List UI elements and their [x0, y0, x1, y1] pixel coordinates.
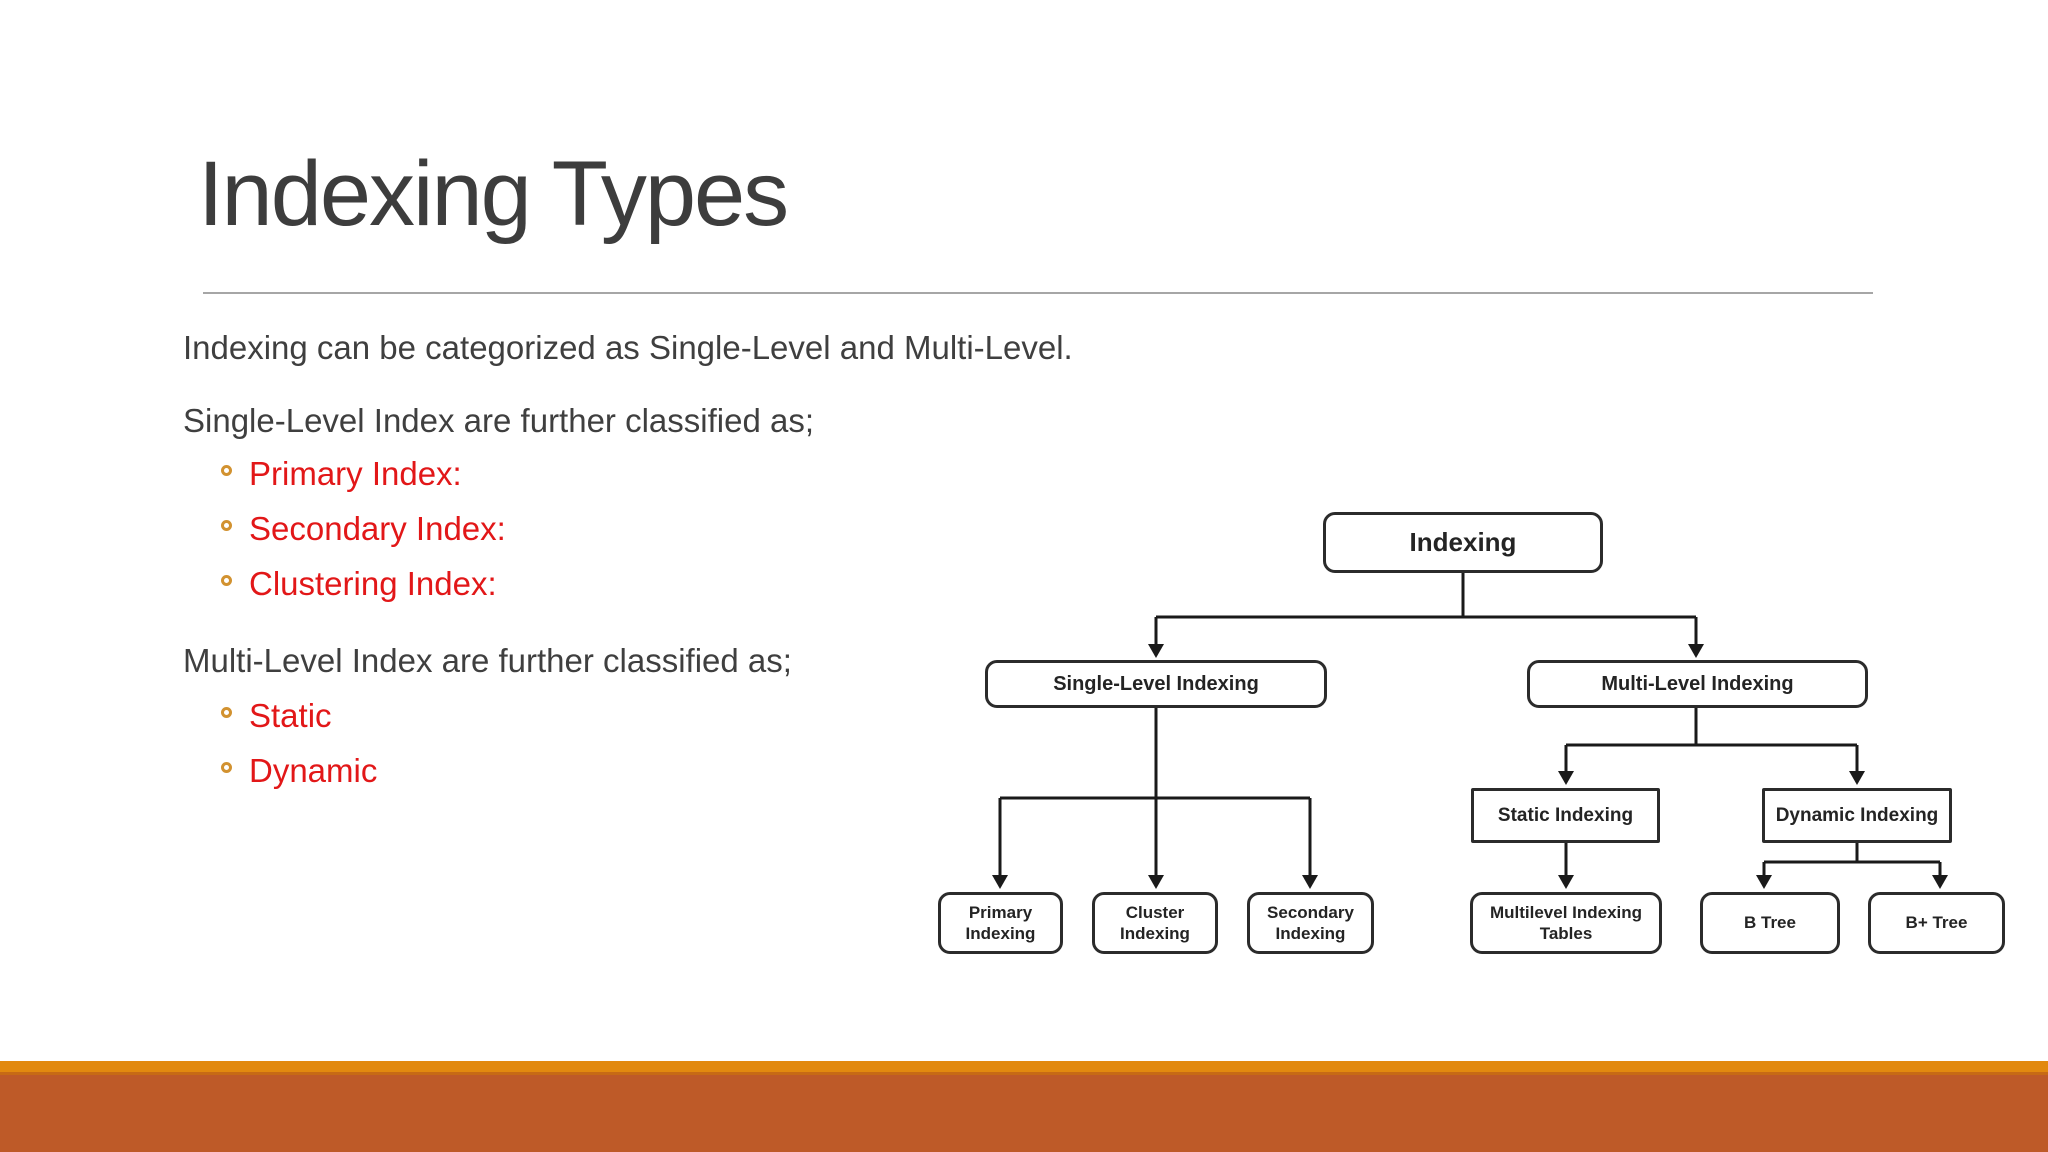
footer-accent-edge [0, 1072, 2048, 1075]
connector-multi-level-children [1558, 708, 1865, 785]
footer-bar [0, 1075, 2048, 1152]
flowchart-node-static-indexing: Static Indexing [1471, 788, 1660, 843]
list-item: Clustering Index: [221, 564, 497, 604]
bullet-circle-icon [221, 707, 232, 718]
bullet-label-dynamic: Dynamic [249, 752, 378, 789]
flowchart-node-indexing: Indexing [1323, 512, 1603, 573]
single-level-heading: Single-Level Index are further classifie… [183, 402, 814, 439]
list-item: Secondary Index: [221, 509, 506, 549]
bullet-label-static: Static [249, 697, 332, 734]
bullet-circle-icon [221, 575, 232, 586]
flowchart-node-b-tree: B Tree [1700, 892, 1840, 954]
connector-single-level-children [992, 708, 1318, 889]
bullet-label-clustering-index: Clustering Index: [249, 565, 497, 602]
page-title: Indexing Types [198, 143, 789, 245]
flowchart-node-primary-indexing: Primary Indexing [938, 892, 1063, 954]
connector-dynamic-children [1756, 843, 1948, 889]
bullet-circle-icon [221, 520, 232, 531]
connector-root-to-level2 [1148, 573, 1704, 658]
flowchart-node-multi-level-indexing: Multi-Level Indexing [1527, 660, 1868, 708]
flowchart-node-b-plus-tree: B+ Tree [1868, 892, 2005, 954]
flowchart-node-cluster-indexing: Cluster Indexing [1092, 892, 1218, 954]
list-item: Primary Index: [221, 454, 462, 494]
list-item: Static [221, 696, 332, 736]
bullet-label-secondary-index: Secondary Index: [249, 510, 506, 547]
flowchart-node-single-level-indexing: Single-Level Indexing [985, 660, 1327, 708]
multi-level-heading: Multi-Level Index are further classified… [183, 642, 792, 679]
bullet-circle-icon [221, 762, 232, 773]
title-divider [203, 292, 1873, 294]
bullet-circle-icon [221, 465, 232, 476]
connector-static-to-tables [1558, 843, 1574, 889]
flowchart-node-dynamic-indexing: Dynamic Indexing [1762, 788, 1952, 843]
flowchart-node-secondary-indexing: Secondary Indexing [1247, 892, 1374, 954]
footer-accent-stripe [0, 1061, 2048, 1072]
intro-paragraph: Indexing can be categorized as Single-Le… [183, 329, 1073, 366]
flowchart-node-multilevel-indexing-tables: Multilevel Indexing Tables [1470, 892, 1662, 954]
list-item: Dynamic [221, 751, 377, 791]
bullet-label-primary-index: Primary Index: [249, 455, 462, 492]
